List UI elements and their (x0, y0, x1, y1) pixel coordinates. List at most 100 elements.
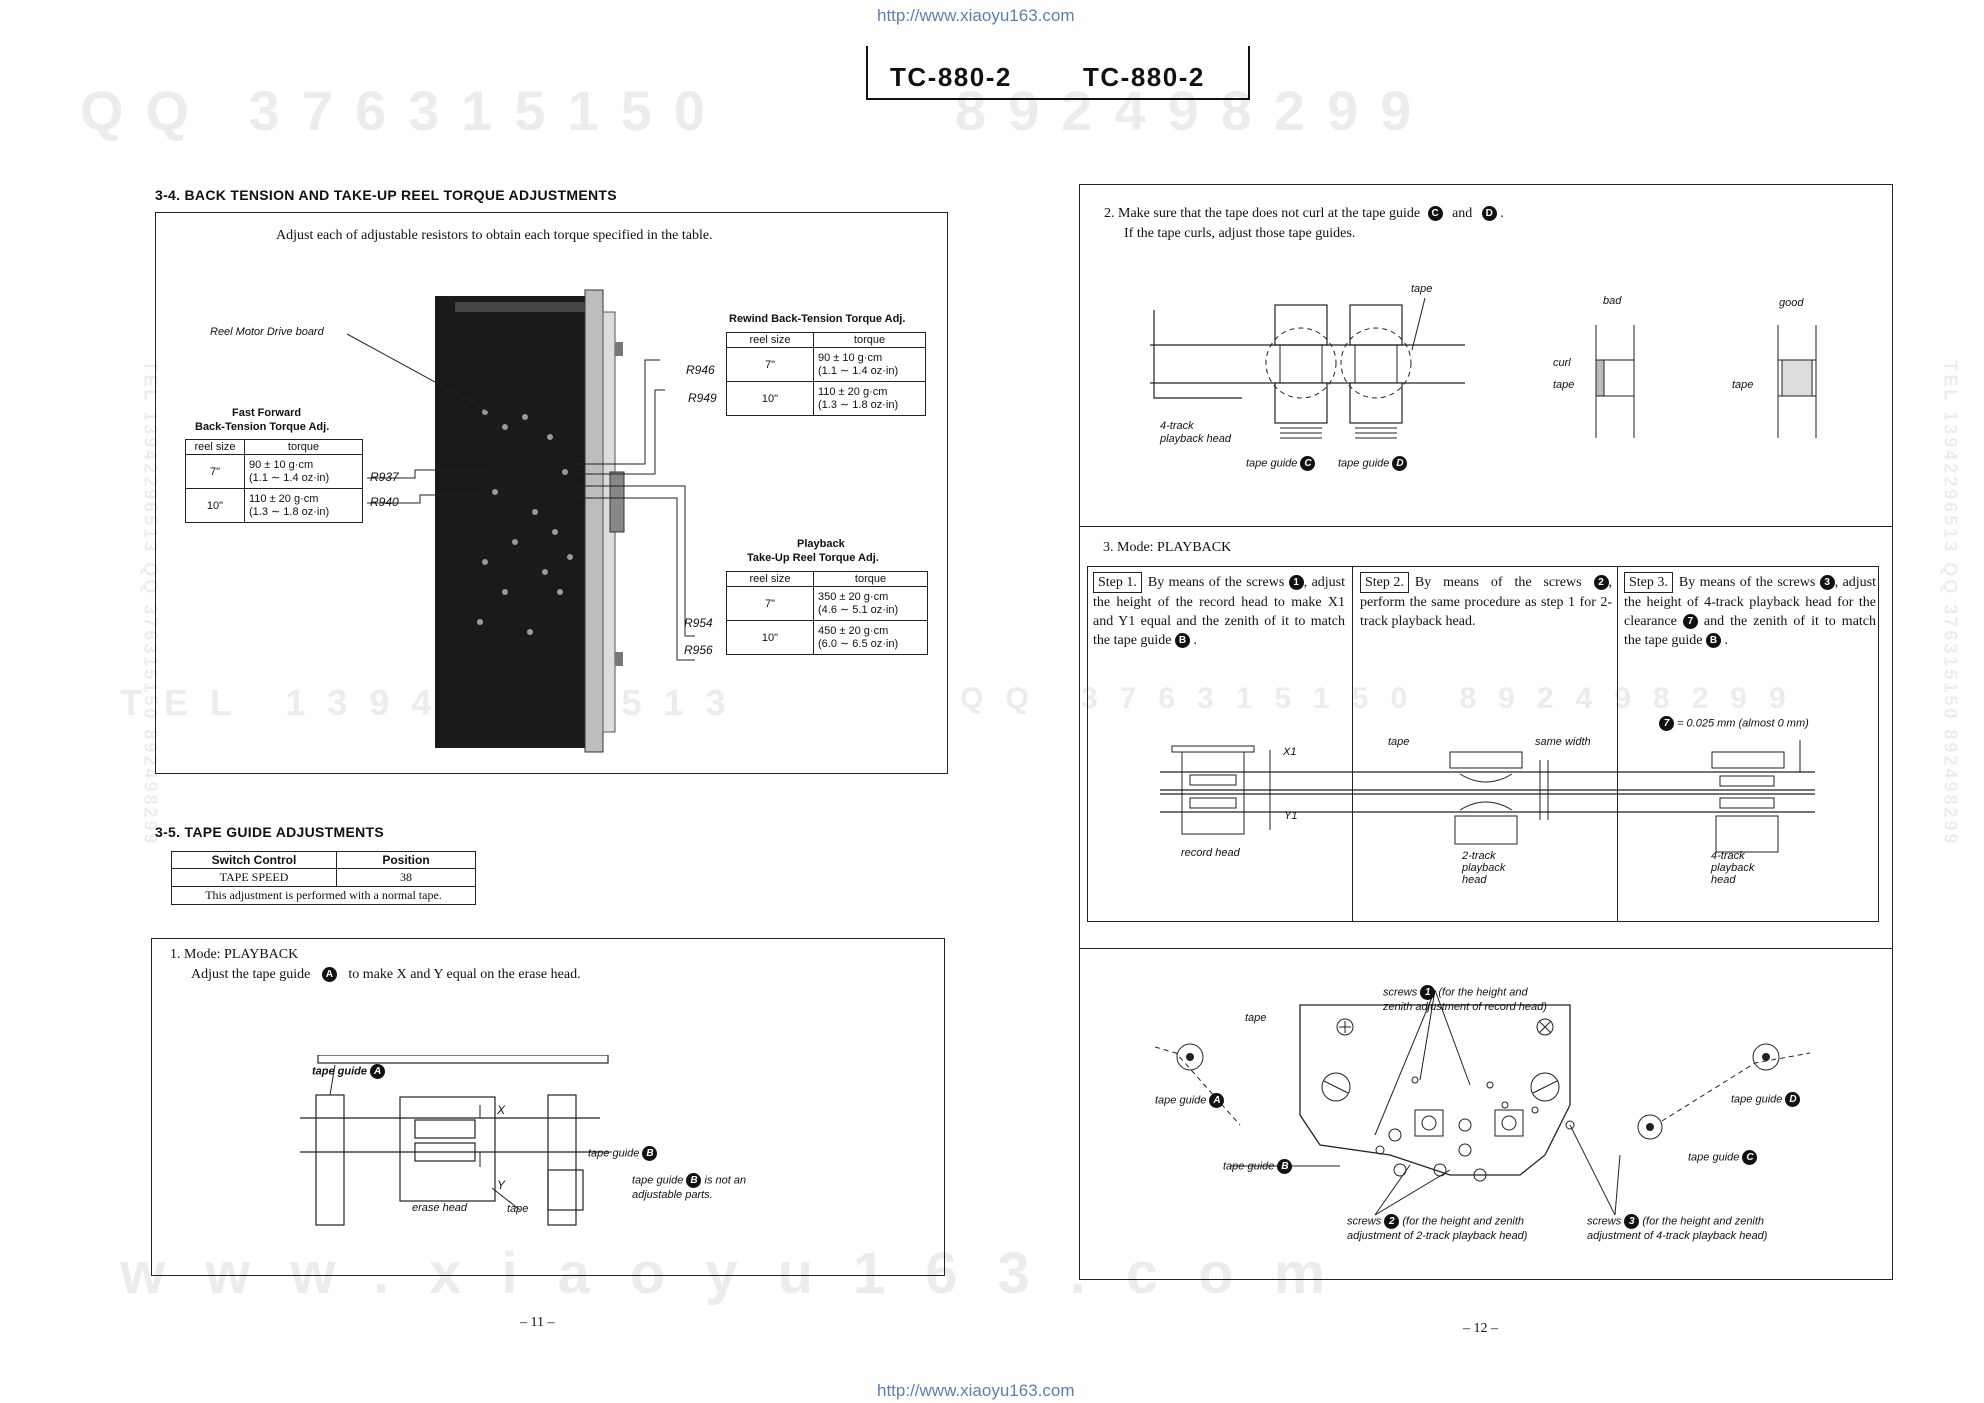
rw-row1-torque: 90 ± 10 g·cm(1.1 ∼ 1.4 oz·in) (813, 347, 926, 382)
tape-label: tape (507, 1203, 529, 1215)
tape-guide-a-text: tape guide (312, 1065, 368, 1078)
step3-text-b: adjust the height of 4-track playback he… (1624, 575, 1877, 629)
url-top[interactable]: http://www.xiaoyu163.com (877, 6, 1075, 25)
model-header-frame (866, 46, 1250, 100)
pb-col-torque: torque (813, 571, 928, 587)
good-label: good (1779, 297, 1804, 309)
step2-text-a: By means of the screws (1414, 575, 1582, 590)
heads-alignment-diagram (1160, 740, 1815, 853)
four-track-head-label: 4-track playback head (1160, 420, 1231, 446)
screws2-label: screws 2 (for the height and zenith adju… (1347, 1214, 1527, 1243)
block-tg-b-text: tape guide (1223, 1160, 1275, 1173)
screws1-label: screws 1 (for the height and zenith adju… (1383, 985, 1547, 1014)
curl-label: curl (1553, 357, 1571, 369)
pb-row1-t1: 350 ± 20 g·cm (818, 591, 889, 603)
rw-row2-torque: 110 ± 20 g·cm(1.3 ∼ 1.8 oz·in) (813, 381, 926, 416)
ff-row1-reel: 7" (185, 454, 245, 489)
mark-b-icon-3: B (1175, 633, 1191, 649)
mode3-title: 3. Mode: PLAYBACK (1103, 540, 1232, 555)
watermark-qq2: 892498299 (955, 79, 1434, 142)
label-x: X (497, 1103, 506, 1117)
not-adjustable-1: is not an (704, 1174, 747, 1187)
ff-row2-torque: 110 ± 20 g·cm(1.3 ∼ 1.8 oz·in) (244, 488, 363, 523)
label-x1: X1 (1283, 746, 1297, 758)
tape-guide-b-label: tape guide B (588, 1146, 658, 1161)
screws3-b: (for the height and zenith (1642, 1215, 1765, 1228)
mode3-col-divider-2 (1617, 566, 1618, 922)
ff-col-reel: reel size (185, 439, 245, 455)
row-tape-speed: TAPE SPEED (171, 868, 337, 887)
right-outer-box (1079, 184, 1893, 1280)
clearance-note: 7 = 0.025 mm (almost 0 mm) (1659, 716, 1809, 731)
tape-guide-b-text: tape guide (588, 1147, 640, 1160)
url-bottom[interactable]: http://www.xiaoyu163.com (877, 1381, 1075, 1400)
section-34-title: 3-4. BACK TENSION AND TAKE-UP REEL TORQU… (155, 187, 617, 203)
ff-row2-t1: 110 ± 20 g·cm (249, 493, 319, 505)
pb-row2-t2: (6.0 ∼ 6.5 oz·in) (818, 638, 899, 650)
watermark-qq: QQ 376315150 (80, 79, 727, 142)
mark-c-icon: C (1427, 206, 1443, 222)
step3-text: Step 3.By means of the screws 3, adjust … (1624, 572, 1876, 650)
pb-row1-t2: (4.6 ∼ 5.1 oz·in) (818, 604, 899, 616)
step1-label: Step 1. (1093, 572, 1142, 593)
ff-row1-t2: (1.1 ∼ 1.4 oz·in) (249, 472, 330, 484)
screws1-b: (for the height and (1438, 986, 1528, 999)
num-3-icon: 3 (1819, 575, 1835, 591)
pb-row1-torque: 350 ± 20 g·cm(4.6 ∼ 5.1 oz·in) (813, 586, 928, 621)
col-position: Position (336, 851, 476, 869)
same-width-label: same width (1535, 736, 1591, 748)
step1-text-a: By means of the screws (1147, 575, 1285, 590)
tape-guide-d-label: tape guide D (1338, 456, 1408, 471)
page-number-11: – 11 – (520, 1315, 555, 1330)
mark-a-icon: A (321, 967, 337, 983)
label-y1: Y1 (1284, 810, 1298, 822)
screws1-c: zenith adjustment of record head) (1383, 1001, 1547, 1013)
curl-tape-label: tape (1411, 283, 1433, 295)
two-track-2: playback (1462, 862, 1506, 874)
num-1-icon-2: 1 (1420, 985, 1436, 1000)
num-2-icon: 2 (1593, 575, 1609, 591)
four-track-2: playback (1711, 862, 1755, 874)
rw-title: Rewind Back-Tension Torque Adj. (729, 313, 906, 325)
pb-row1-reel: 7" (726, 586, 814, 621)
mark-b-icon: B (642, 1146, 658, 1161)
mode1-box (151, 938, 945, 1276)
four-track-text: 4-track (1160, 420, 1194, 432)
num-7-icon: 7 (1682, 614, 1698, 630)
pb-col-reel: reel size (726, 571, 814, 587)
step1-text-b: adjust the height of the record head to … (1093, 575, 1346, 648)
resistor-r946: R946 (686, 363, 715, 377)
head-block-diagram (1154, 989, 1811, 1216)
mark-c-icon-3: C (1742, 1150, 1758, 1165)
two-track-3: head (1462, 874, 1487, 886)
resistor-r949: R949 (688, 391, 717, 405)
col-switch-control: Switch Control (171, 851, 337, 869)
tape-guide-a-label: tape guide A (312, 1064, 386, 1079)
block-tape-guide-d: tape guide D (1731, 1092, 1801, 1107)
not-adjustable-2: adjustable parts. (632, 1189, 713, 1201)
mark-d-icon: D (1481, 206, 1497, 222)
pb-title-1: Playback (797, 538, 845, 550)
screws2-a: screws (1347, 1215, 1382, 1228)
mark-b-icon-4: B (1706, 633, 1722, 649)
step2-line2: If the tape curls, adjust those tape gui… (1124, 226, 1356, 241)
erase-head-label: erase head (412, 1202, 468, 1214)
watermark-side-right: TEL 13942296513 QQ 376315150 892498299 (1940, 360, 1961, 847)
chassis-body (435, 296, 585, 748)
pb-row2-t1: 450 ± 20 g·cm (818, 625, 889, 637)
heads-tape-label: tape (1388, 736, 1410, 748)
bad-label: bad (1603, 295, 1622, 307)
num-7-icon-2: 7 (1659, 716, 1674, 731)
pb-torque-table: reel size torque 7" 350 ± 20 g·cm(4.6 ∼ … (726, 571, 928, 655)
watermark-www: www.xiaoyu163.com (120, 1241, 1366, 1306)
step3-text-c: and the zenith of it to match the tape g… (1624, 614, 1877, 648)
watermark-tel: TEL 13942296513 (120, 682, 748, 723)
block-tape-guide-b: tape guide B (1223, 1159, 1293, 1174)
four-track-1: 4-track (1711, 850, 1745, 862)
divider-2 (1079, 948, 1893, 949)
ff-row1-t1: 90 ± 10 g·cm (249, 459, 314, 471)
not-adjustable-note: tape guide B is not an adjustable parts. (632, 1173, 746, 1202)
mode3-box (1087, 566, 1879, 922)
step3-text-a: By means of the screws (1678, 575, 1816, 590)
ff-row2-reel: 10" (185, 488, 245, 523)
